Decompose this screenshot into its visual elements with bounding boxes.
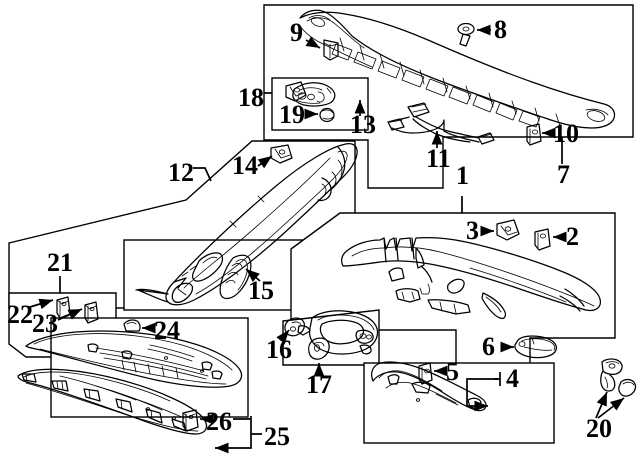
callout-18: 18: [238, 83, 264, 112]
callout-1: 1: [456, 161, 469, 190]
callout-3: 3: [466, 216, 479, 245]
part-19-bulb: [319, 107, 335, 123]
callout-19: 19: [279, 100, 305, 129]
group-box-rear-shelf: [50, 317, 249, 418]
part-12-pillar-trim: [135, 143, 358, 306]
part-2-clip: [534, 228, 551, 251]
part-10-clip: [526, 123, 542, 146]
callout-16: 16: [266, 335, 292, 364]
part-17-visor-hook: [308, 337, 330, 360]
part-20-coat-hook: [600, 358, 637, 397]
callout-25: 25: [264, 422, 290, 451]
part-26-clip: [182, 409, 199, 432]
callout-6: 6: [482, 332, 495, 361]
callout-21: 21: [47, 248, 73, 277]
callout-22: 22: [7, 300, 33, 329]
part-3-clip: [496, 219, 520, 241]
callout-12: 12: [168, 158, 194, 187]
group-box-roof-rail: [263, 4, 634, 189]
leader-lines: [29, 24, 625, 454]
callout-14: 14: [232, 151, 258, 180]
group-box-dome-lamp: [264, 77, 369, 131]
callout-2: 2: [566, 222, 579, 251]
callout-15: 15: [248, 276, 274, 305]
callout-7: 7: [557, 160, 570, 189]
part-visor-assembly: [308, 310, 379, 355]
part-8-screw: [457, 22, 475, 47]
part-18-dome-lamp: [292, 82, 336, 107]
callout-17: 17: [306, 370, 332, 399]
part-6-handle-bracket: [514, 335, 558, 359]
part-16-visor-pivot: [284, 317, 311, 337]
callout-10: 10: [553, 119, 579, 148]
part-1-headliner: [341, 237, 602, 320]
part-24-grommet: [123, 319, 141, 332]
part-15-pillar-cover: [219, 254, 252, 300]
group-box-pillar-cover: [123, 239, 303, 311]
callout-9: 9: [290, 18, 303, 47]
part-roof-bow: [298, 9, 616, 129]
part-23-clip: [84, 301, 99, 324]
callout-24: 24: [154, 316, 180, 345]
part-5-clip: [418, 362, 433, 385]
callout-11: 11: [426, 144, 451, 173]
callout-5: 5: [446, 357, 459, 386]
callout-13: 13: [350, 110, 376, 139]
part-11-wire-harness: [387, 102, 495, 145]
callout-20: 20: [586, 414, 612, 443]
callout-26: 26: [206, 407, 232, 436]
callout-8: 8: [494, 15, 507, 44]
part-25-rear-shelf: [17, 368, 208, 435]
callout-4: 4: [506, 364, 519, 393]
callout-23: 23: [32, 309, 58, 338]
part-9-roof-bow-clip: [323, 39, 339, 61]
part-21-package-tray: [25, 330, 243, 388]
